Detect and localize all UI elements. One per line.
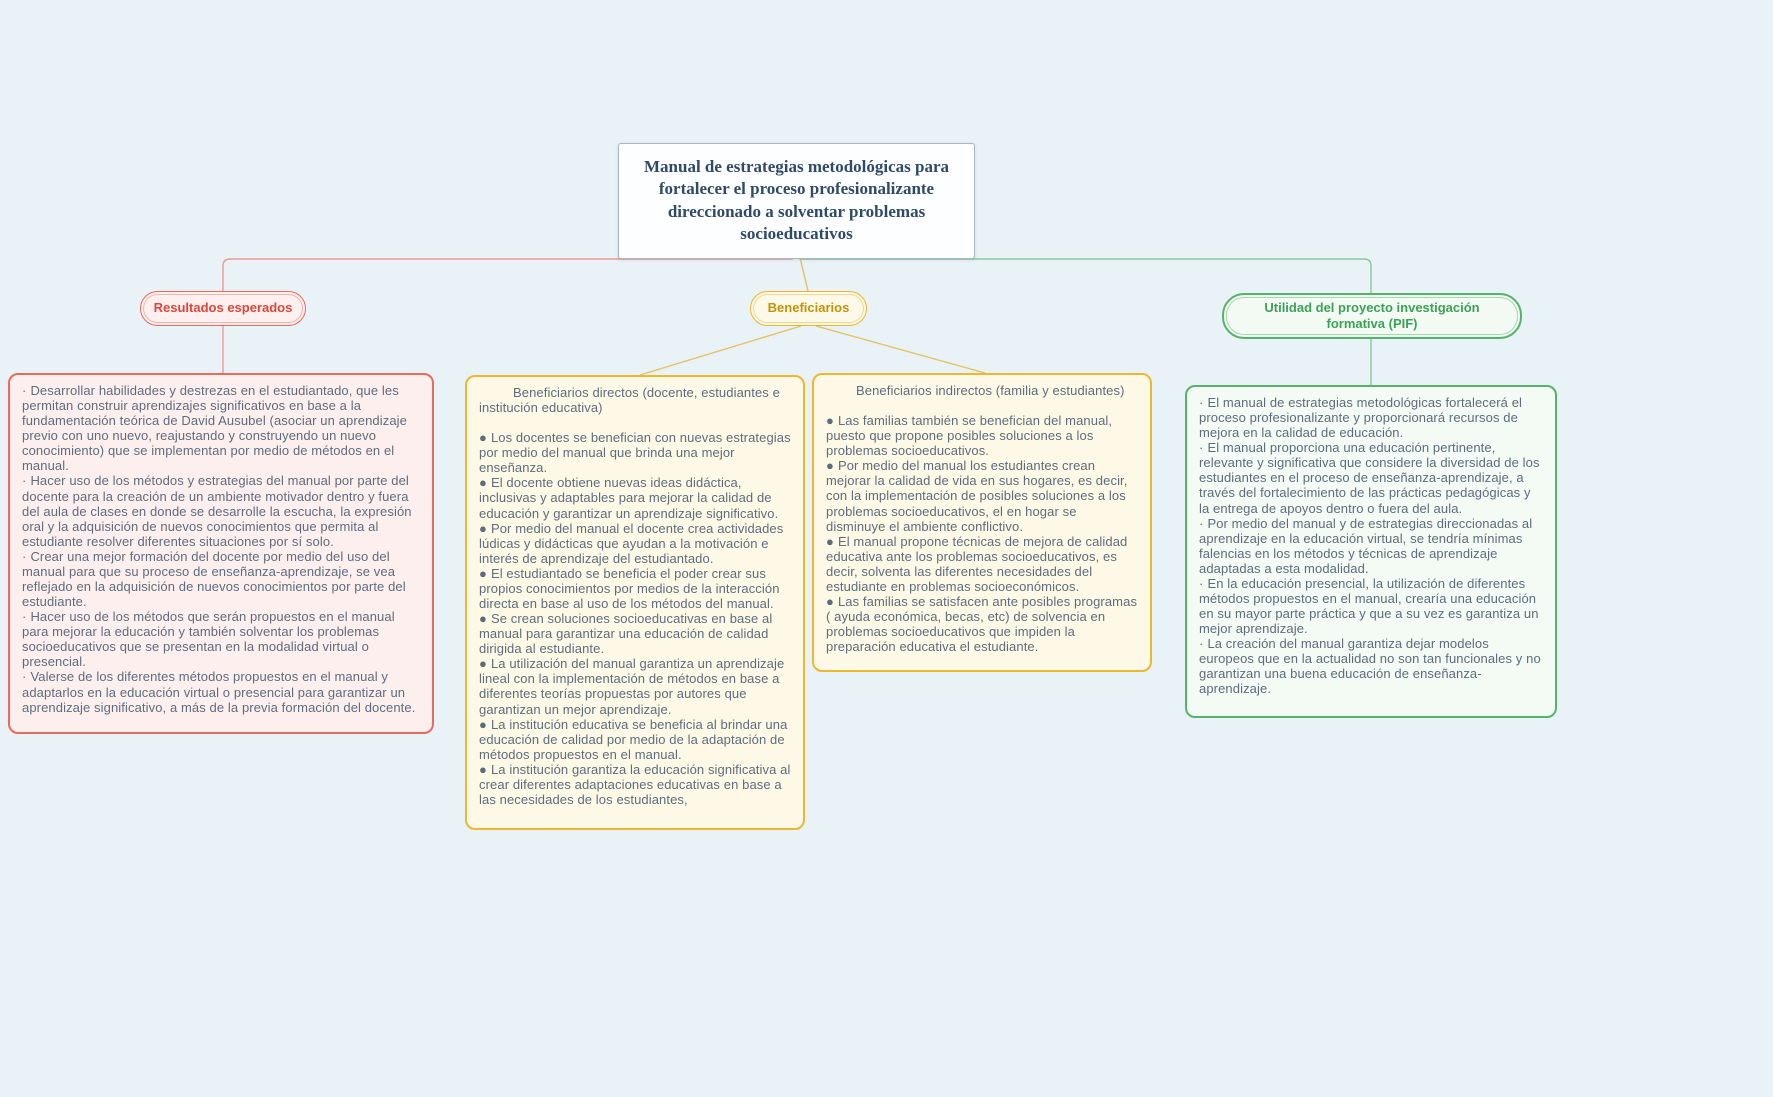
bullet-icon: ● — [826, 458, 834, 474]
node-utilidad-label: Utilidad del proyecto investigación form… — [1264, 299, 1480, 331]
bullet-icon: ● — [826, 413, 834, 429]
list-item: ·Valerse de los diferentes métodos propu… — [22, 669, 416, 715]
bullet-icon: · — [1199, 636, 1204, 652]
root-title: Manual de estrategias metodológicas para… — [643, 157, 950, 244]
bullet-icon: · — [22, 473, 27, 489]
connector-beneficiarios-to-directos — [639, 325, 802, 376]
bullet-icon: ● — [479, 761, 487, 777]
bullet-icon: ● — [479, 475, 487, 491]
bullet-icon: ● — [479, 520, 487, 536]
list-item: ●La institución garantiza la educación s… — [479, 761, 791, 808]
box-indirectos-title: Beneficiarios indirectos (familia y estu… — [856, 383, 1125, 398]
bullet-icon: ● — [479, 716, 487, 732]
bullet-icon: · — [22, 383, 27, 398]
box-resultados-esperados[interactable]: ·Desarrollar habilidades y destrezas en … — [8, 373, 434, 734]
connector-beneficiarios-to-indirectos — [815, 325, 986, 374]
list-item: ●El estudiantado se beneficia el poder c… — [479, 565, 780, 612]
bullet-icon: · — [22, 669, 27, 685]
node-resultados-esperados[interactable]: Resultados esperados — [140, 291, 306, 326]
bullet-icon: ● — [479, 611, 487, 627]
list-item: ●Por medio del manual el docente crea ac… — [479, 520, 784, 566]
list-item: ·En la educación presencial, la utilizac… — [1199, 575, 1539, 637]
box-utilidad-pif[interactable]: ·El manual de estrategias metodológicas … — [1185, 385, 1557, 718]
bullet-icon: ● — [479, 430, 487, 446]
node-resultados-label: Resultados esperados — [153, 300, 293, 316]
bullet-icon: · — [1199, 395, 1204, 410]
list-item: ●Por medio del manual los estudiantes cr… — [826, 458, 1128, 534]
bullet-icon: · — [1199, 440, 1204, 456]
list-item: ·El manual proporciona una educación per… — [1199, 440, 1540, 516]
list-item: ·La creación del manual garantiza dejar … — [1199, 636, 1541, 697]
list-item: ●Las familias también se benefician del … — [826, 413, 1113, 459]
bullet-icon: ● — [479, 565, 487, 581]
list-item: ·Por medio del manual y de estrategias d… — [1199, 515, 1533, 576]
list-item: ●El docente obtiene nuevas ideas didácti… — [479, 475, 779, 521]
list-item: ·El manual de estrategias metodológicas … — [1199, 395, 1523, 441]
bullet-icon: · — [22, 609, 27, 625]
list-item: ●El manual propone técnicas de mejora de… — [826, 533, 1128, 594]
list-item: ●Se crean soluciones socioeducativas en … — [479, 611, 773, 657]
list-item: ·Desarrollar habilidades y destrezas en … — [22, 383, 407, 474]
node-beneficiarios[interactable]: Beneficiarios — [750, 291, 867, 326]
box-directos-title: Beneficiarios directos (docente, estudia… — [479, 385, 780, 416]
box-beneficiarios-directos[interactable]: Beneficiarios directos (docente, estudia… — [465, 375, 805, 830]
bullet-icon: ● — [479, 656, 487, 672]
list-item: ·Hacer uso de los métodos que serán prop… — [22, 609, 395, 670]
list-item: ●La institución educativa se beneficia a… — [479, 716, 788, 762]
list-item: ●Las familias se satisfacen ante posible… — [826, 594, 1138, 655]
node-beneficiarios-label: Beneficiarios — [767, 300, 850, 316]
bullet-icon: ● — [826, 533, 834, 549]
bullet-icon: · — [22, 548, 27, 564]
list-item: ·Hacer uso de los métodos y estrategias … — [22, 473, 412, 549]
box-beneficiarios-indirectos[interactable]: Beneficiarios indirectos (familia y estu… — [812, 373, 1152, 672]
bullet-icon: · — [1199, 575, 1204, 591]
bullet-icon: ● — [826, 594, 834, 610]
node-utilidad-pif[interactable]: Utilidad del proyecto investigación form… — [1222, 293, 1522, 339]
list-item: ·Crear una mejor formación del docente p… — [22, 548, 406, 610]
bullet-icon: · — [1199, 515, 1204, 531]
root-node[interactable]: Manual de estrategias metodológicas para… — [618, 143, 975, 259]
list-item: ●La utilización del manual garantiza un … — [479, 656, 785, 717]
list-item: ●Los docentes se benefician con nuevas e… — [479, 430, 791, 476]
